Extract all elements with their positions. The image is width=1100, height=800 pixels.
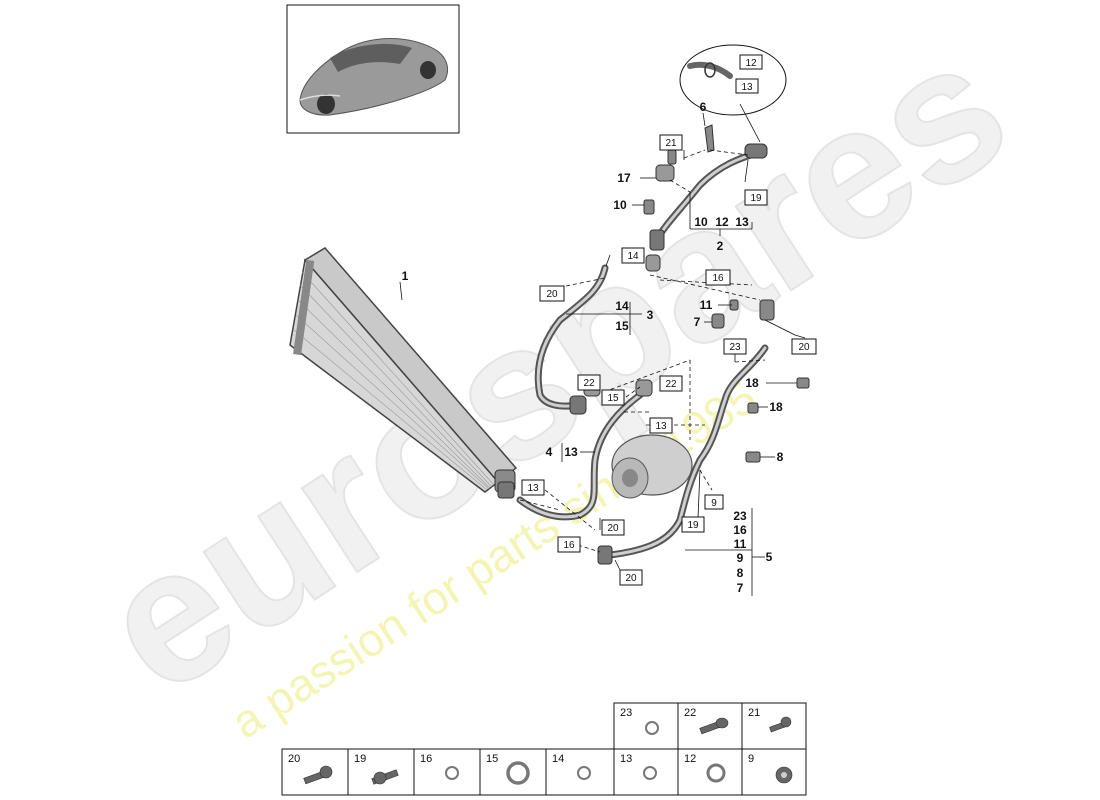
group-5-item: 9	[737, 551, 744, 565]
table-cell-12: 12	[677, 748, 743, 796]
svg-text:13: 13	[620, 753, 632, 765]
svg-text:19: 19	[750, 193, 762, 204]
callout-10: 10	[613, 198, 627, 212]
svg-text:9: 9	[711, 498, 717, 509]
group-4-item: 13	[564, 445, 578, 459]
callout-18: 18	[769, 400, 783, 414]
callout-17: 17	[617, 171, 631, 185]
callout-numbers: 1 6 17 10 2 3 11 7 18 18 4 8 5	[402, 100, 784, 564]
svg-text:13: 13	[527, 483, 539, 494]
ref-box: 16	[705, 269, 731, 286]
group-5-item: 16	[733, 523, 747, 537]
ref-box: 23	[723, 338, 747, 355]
svg-text:20: 20	[546, 289, 558, 300]
callout-7: 7	[694, 315, 701, 329]
refrigerant-lines	[516, 143, 769, 565]
svg-text:16: 16	[712, 273, 724, 284]
ref-box: 19	[681, 516, 705, 533]
table-cell-23: 23	[613, 702, 679, 750]
svg-text:22: 22	[665, 379, 677, 390]
table-cell-9: 9	[741, 748, 807, 796]
callout-2: 2	[717, 239, 724, 253]
svg-text:19: 19	[354, 753, 366, 765]
group-3-item: 15	[615, 319, 629, 333]
group-5-item: 7	[737, 581, 744, 595]
group-5-item: 23	[733, 509, 747, 523]
ref-box: 21	[659, 134, 683, 151]
group-2-item: 13	[735, 215, 749, 229]
ref-box: 15	[601, 389, 625, 406]
vehicle-thumbnail	[286, 4, 460, 134]
svg-text:20: 20	[288, 753, 300, 765]
table-cell-15: 15	[479, 748, 547, 796]
svg-text:14: 14	[627, 251, 639, 262]
ref-box: 22	[659, 375, 683, 392]
ref-box: 13	[735, 78, 759, 94]
ref-box: 16	[557, 536, 581, 553]
svg-text:23: 23	[620, 707, 632, 719]
svg-text:13: 13	[655, 421, 667, 432]
svg-text:23: 23	[729, 342, 741, 353]
group-5-item: 11	[734, 537, 747, 551]
watermark-brand: eurospares	[67, 0, 1042, 734]
callout-5: 5	[766, 550, 773, 564]
callout-8: 8	[777, 450, 784, 464]
svg-text:20: 20	[607, 523, 619, 534]
svg-text:14: 14	[552, 753, 564, 765]
callout-11: 11	[700, 298, 713, 312]
svg-text:16: 16	[420, 753, 432, 765]
group-2-item: 10	[694, 215, 708, 229]
ref-box: 9	[704, 494, 724, 510]
callout-1: 1	[402, 269, 409, 283]
group-3-item: 14	[615, 299, 629, 313]
group-5-item: 8	[737, 566, 744, 580]
callout-3: 3	[647, 308, 654, 322]
svg-text:21: 21	[665, 138, 677, 149]
ref-box: 13	[649, 417, 673, 434]
svg-text:21: 21	[748, 707, 760, 719]
table-cell-19: 19	[347, 748, 415, 796]
ref-box: 22	[577, 374, 601, 391]
callout-4: 4	[546, 445, 553, 459]
svg-text:16: 16	[563, 540, 575, 551]
ref-box: 14	[621, 247, 645, 264]
ref-box: 20	[791, 338, 817, 355]
svg-text:12: 12	[745, 58, 757, 69]
svg-text:22: 22	[684, 707, 696, 719]
svg-text:19: 19	[687, 520, 699, 531]
table-cell-21: 21	[741, 702, 807, 750]
table-cell-13: 13	[613, 748, 679, 796]
ref-box: 20	[539, 285, 565, 302]
watermark: eurospares a passion for parts since 198…	[66, 0, 1043, 748]
svg-text:22: 22	[583, 378, 595, 389]
svg-text:15: 15	[486, 753, 498, 765]
small-parts	[583, 124, 810, 463]
svg-text:13: 13	[741, 82, 753, 93]
table-cell-16: 16	[413, 748, 481, 796]
callout-18: 18	[745, 376, 759, 390]
table-cell-14: 14	[545, 748, 615, 796]
svg-text:9: 9	[748, 753, 754, 765]
ref-box: 12	[739, 54, 763, 70]
ref-box: 20	[601, 519, 625, 536]
ref-box: 20	[619, 569, 643, 586]
group-labels: 10 12 13 14 15 13 23 16 11 9 8 7	[564, 215, 749, 595]
condenser	[289, 247, 518, 499]
svg-text:20: 20	[798, 342, 810, 353]
svg-text:12: 12	[684, 753, 696, 765]
callout-6: 6	[700, 100, 707, 114]
compressor	[611, 434, 693, 499]
svg-text:20: 20	[625, 573, 637, 584]
svg-text:15: 15	[607, 393, 619, 404]
reference-boxes: 12 13 21 19 14 20 16 20 23 22 22 15 13 1…	[521, 54, 817, 586]
table-cell-20: 20	[281, 748, 349, 796]
group-2-item: 12	[715, 215, 729, 229]
table-cell-22: 22	[677, 702, 743, 750]
ref-box: 13	[521, 479, 545, 496]
ref-box: 19	[744, 189, 768, 206]
parts-table: 23 22 21 20 19 16	[281, 702, 807, 796]
